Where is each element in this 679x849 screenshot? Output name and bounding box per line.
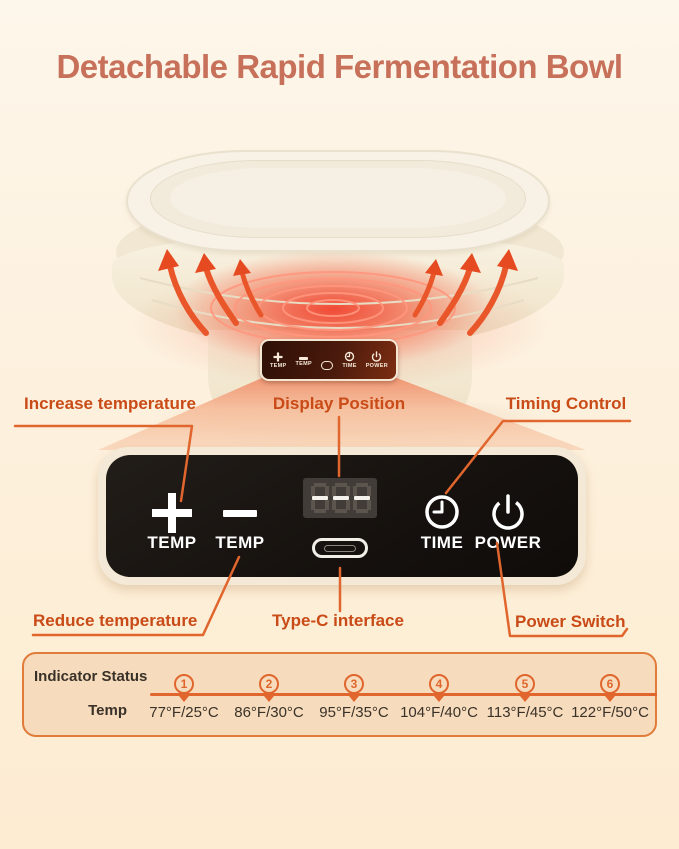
temp-value-4: 104°F/40°C [400,704,478,721]
mini-control-panel: TEMP TEMP TIME POWER [260,339,398,381]
callout-reduce-temperature: Reduce temperature [33,611,198,630]
mini-temp-down: TEMP [295,353,312,367]
heat-arrows-right [412,249,518,336]
temp-minus-label: TEMP [215,533,265,552]
temp-value-1: 77°F/25°C [149,704,219,721]
tick-marker [349,696,359,702]
callout-power-switch: Power Switch [515,612,626,631]
indicator-circle-4: 4 [429,674,449,694]
indicator-circle-2: 2 [259,674,279,694]
indicator-table: Indicator Status Temp 1 2 3 4 5 6 77°F/2… [22,652,657,737]
indicator-axis-line [150,693,657,696]
bowl-details-arrows [139,249,539,345]
temp-value-6: 122°F/50°C [571,704,649,721]
tick-marker [179,696,189,702]
time-label: TIME [420,533,464,552]
mini-clock-icon [344,351,355,362]
mini-minus-icon [299,357,309,360]
type-c-port[interactable] [312,538,368,558]
bowl-lid-surface [170,168,506,228]
tick-marker [434,696,444,702]
tick-marker [605,696,615,702]
temp-value-5: 113°F/45°C [486,704,564,721]
power-label: POWER [474,533,542,552]
mini-power-label: POWER [365,363,388,369]
mini-temp-label: TEMP [295,360,312,367]
temp-plus-label: TEMP [147,533,197,552]
indicator-circle-1: 1 [174,674,194,694]
tick-marker [264,696,274,702]
callout-display-position: Display Position [272,394,406,413]
temp-row-label: Temp [88,702,127,719]
mini-time-label: TIME [342,363,357,369]
indicator-circle-3: 3 [344,674,364,694]
indicator-circle-5: 5 [515,674,535,694]
clock-icon[interactable] [422,492,462,532]
callout-timing-control: Timing Control [505,394,627,413]
callout-lines [13,415,632,638]
heat-arrows-left [158,249,264,336]
mini-plus-icon [273,352,283,361]
callout-type-c-interface: Type-C interface [272,611,404,630]
callout-increase-temperature: Increase temperature [24,394,196,413]
mini-time: TIME [342,351,356,369]
power-icon[interactable] [488,492,528,532]
seven-segment-display [303,478,377,518]
mini-type-c-port [320,360,334,370]
temp-plus-icon[interactable] [152,491,192,535]
tick-marker [520,696,530,702]
page-title: Detachable Rapid Fermentation Bowl [56,48,623,85]
type-c-slot [324,544,356,552]
mini-power-icon [372,351,382,362]
temp-value-2: 86°F/30°C [234,704,304,721]
indicator-status-label: Indicator Status [34,668,148,685]
mini-temp-up: TEMP [270,352,286,369]
indicator-circle-6: 6 [600,674,620,694]
mini-temp-label: TEMP [270,362,287,369]
temp-minus-icon[interactable] [223,510,257,517]
temp-value-3: 95°F/35°C [319,704,389,721]
mini-power: POWER [366,351,388,369]
